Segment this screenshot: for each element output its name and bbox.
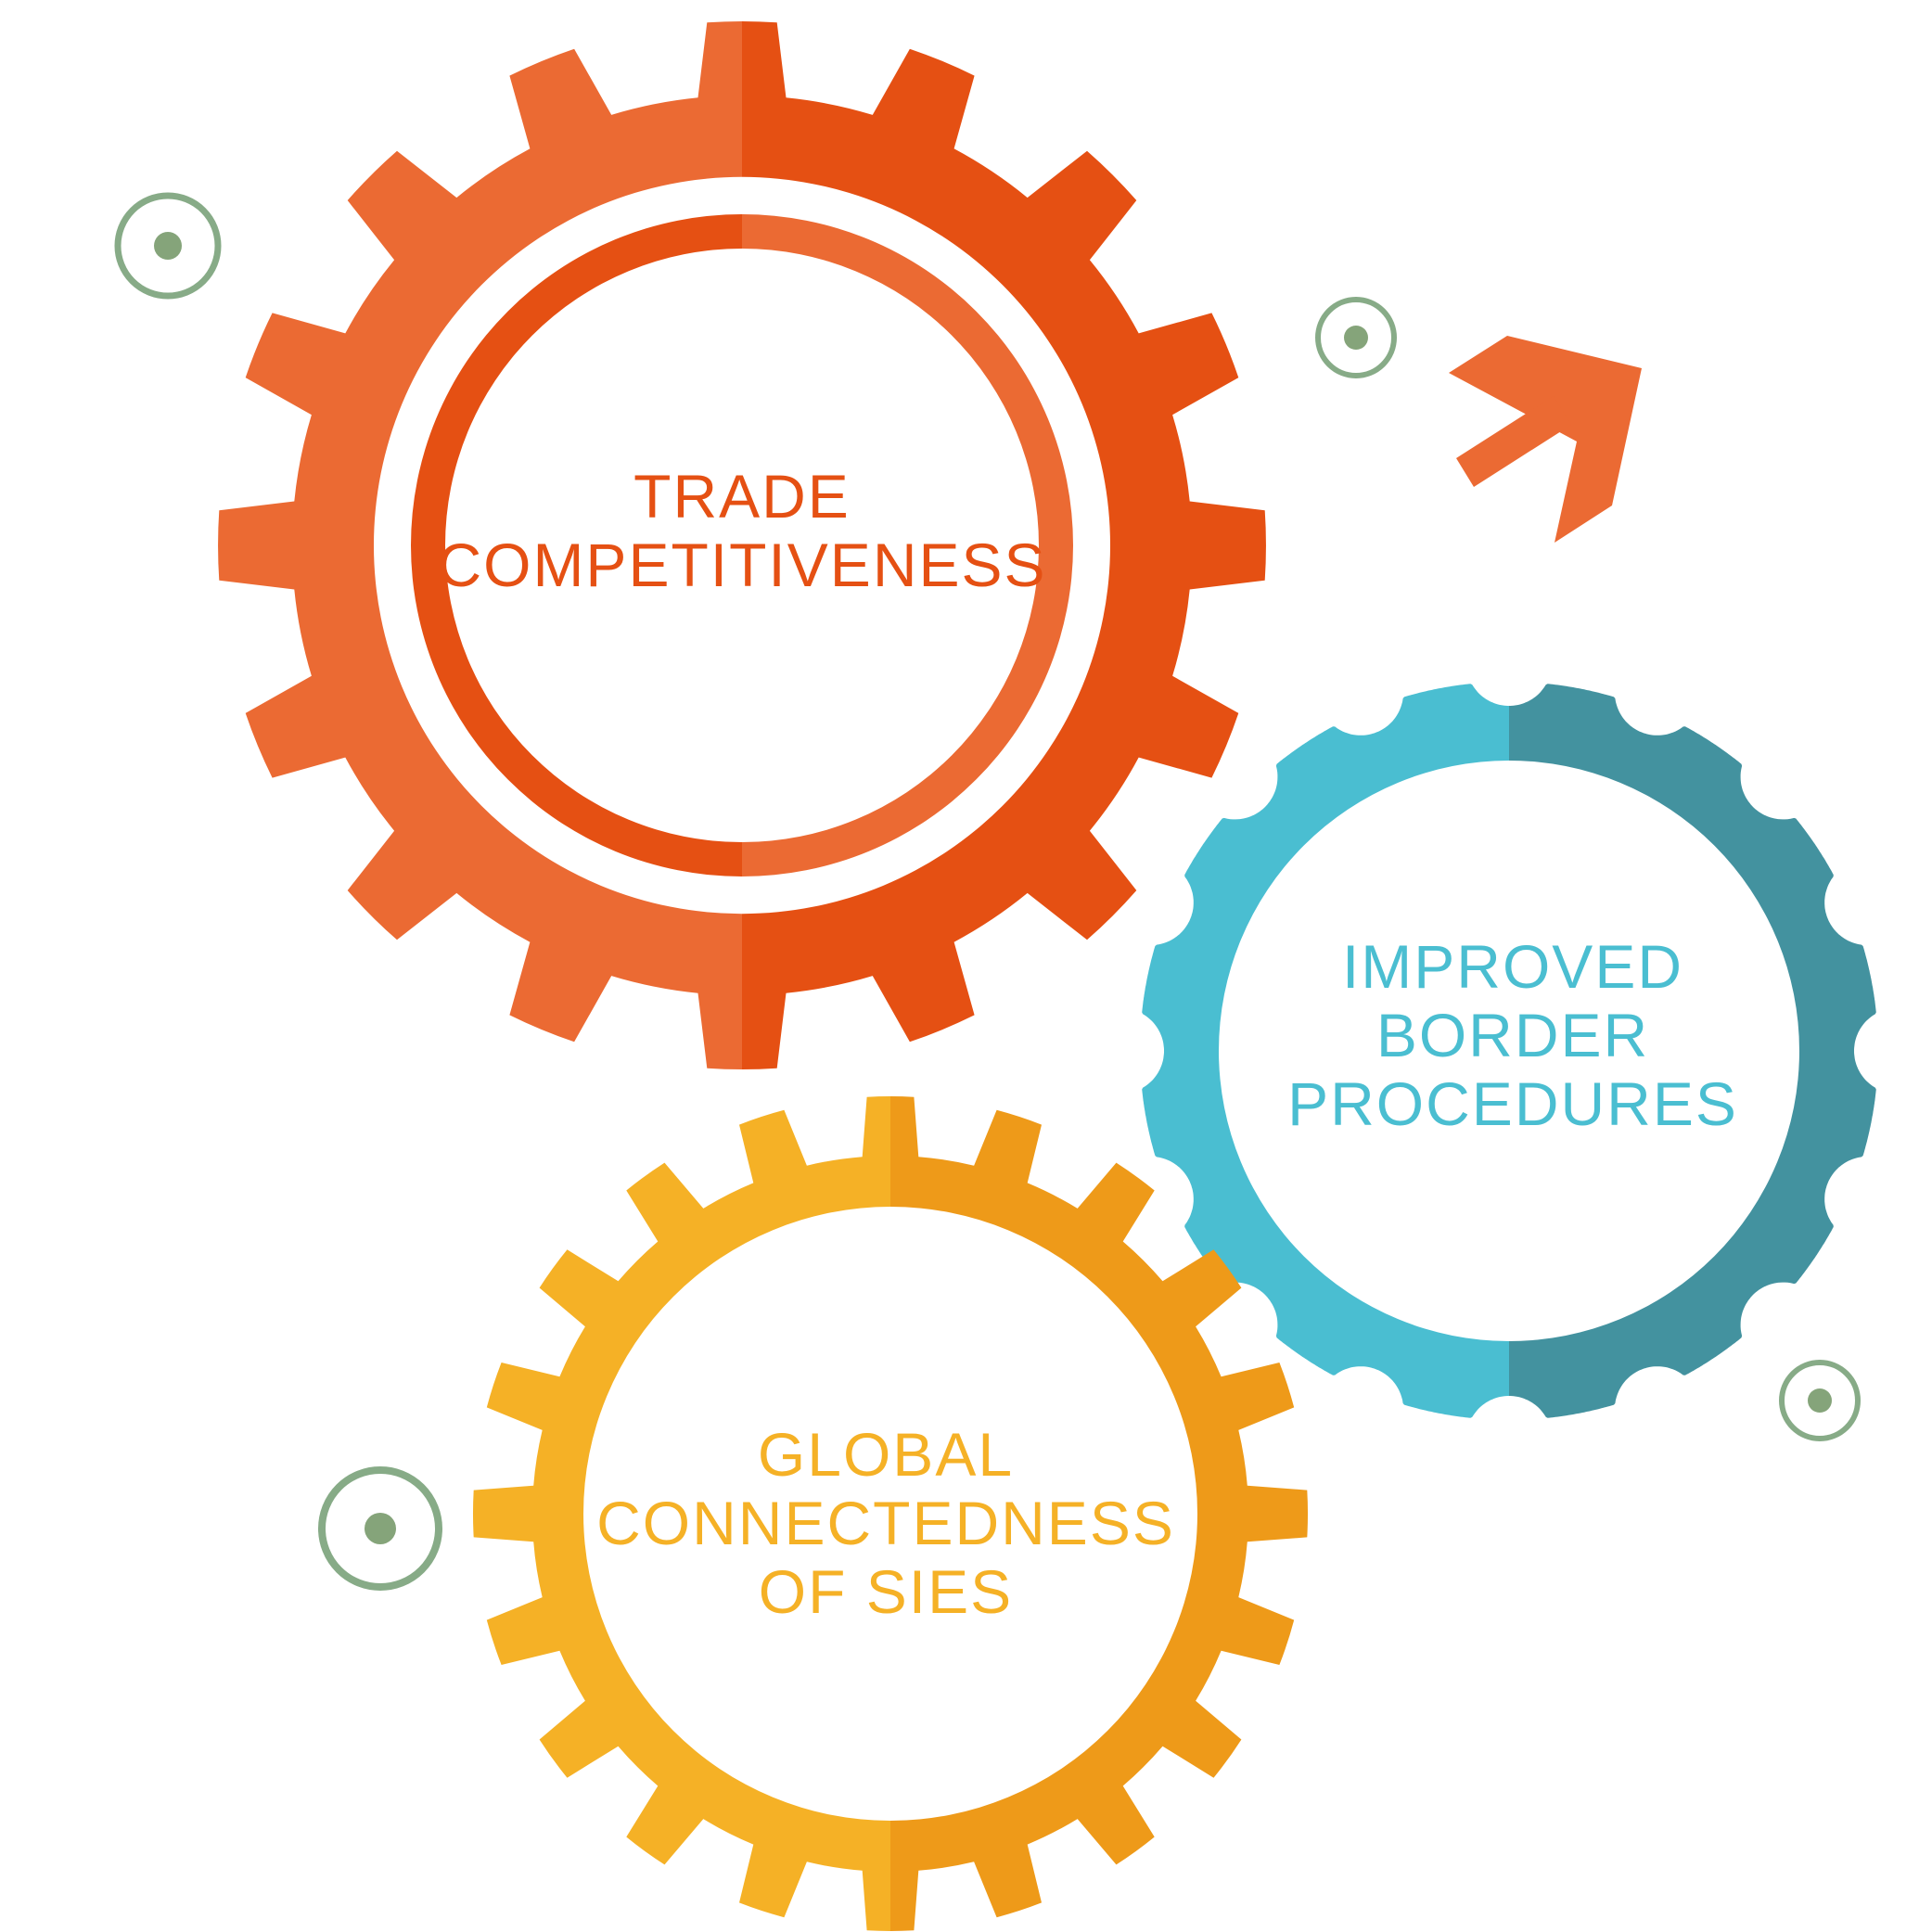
- trade-gear-left-half: [218, 21, 742, 1069]
- trade-label-line1: TRADE: [633, 462, 851, 531]
- trade-competitiveness-gear: [218, 21, 1266, 1069]
- border-procedures-gear: [1142, 684, 1876, 1418]
- arrow-up-right-icon: [1449, 336, 1642, 543]
- global-label-line2: CONNECTEDNESS: [596, 1489, 1175, 1558]
- target-ring: [114, 192, 222, 300]
- global-label-line1: GLOBAL: [757, 1420, 1015, 1490]
- global-gear-right-half: [890, 1095, 1309, 1932]
- target-ring: [1779, 1360, 1861, 1441]
- border-label-line2: BORDER: [1375, 1001, 1650, 1070]
- target-ring: [1315, 297, 1397, 378]
- target-ring: [318, 1466, 442, 1591]
- global-connectedness-label: GLOBAL CONNECTEDNESS OF SIES: [596, 1420, 1175, 1627]
- trade-gear-right-half: [742, 21, 1266, 1069]
- border-gear-right-half: [1509, 684, 1876, 1418]
- target-dot: [154, 232, 182, 260]
- border-label-line3: PROCEDURES: [1287, 1068, 1738, 1138]
- target-dot: [1808, 1388, 1832, 1413]
- trade-label-line2: COMPETITIVENESS: [437, 531, 1047, 599]
- border-gear-left-half: [1142, 684, 1509, 1418]
- arrow-head: [1449, 336, 1642, 543]
- trade-inner-ring-left: [411, 214, 742, 876]
- trade-inner-ring-right: [742, 214, 1073, 876]
- trade-competitiveness-label: TRADE COMPETITIVENESS: [437, 462, 1047, 600]
- target-dot: [1344, 326, 1368, 350]
- improved-border-procedures-label: IMPROVED BORDER PROCEDURES: [1287, 932, 1738, 1139]
- target-icon: [1315, 297, 1397, 378]
- arrow-shaft: [1456, 396, 1571, 487]
- global-gear-left-half: [472, 1095, 890, 1932]
- target-icon: [318, 1466, 442, 1591]
- target-icon: [114, 192, 222, 300]
- target-icon: [1779, 1360, 1861, 1441]
- target-dot: [365, 1513, 396, 1544]
- global-label-line3: OF SIES: [758, 1556, 1014, 1626]
- global-connectedness-gear: [472, 1095, 1309, 1932]
- border-label-line1: IMPROVED: [1341, 932, 1684, 1002]
